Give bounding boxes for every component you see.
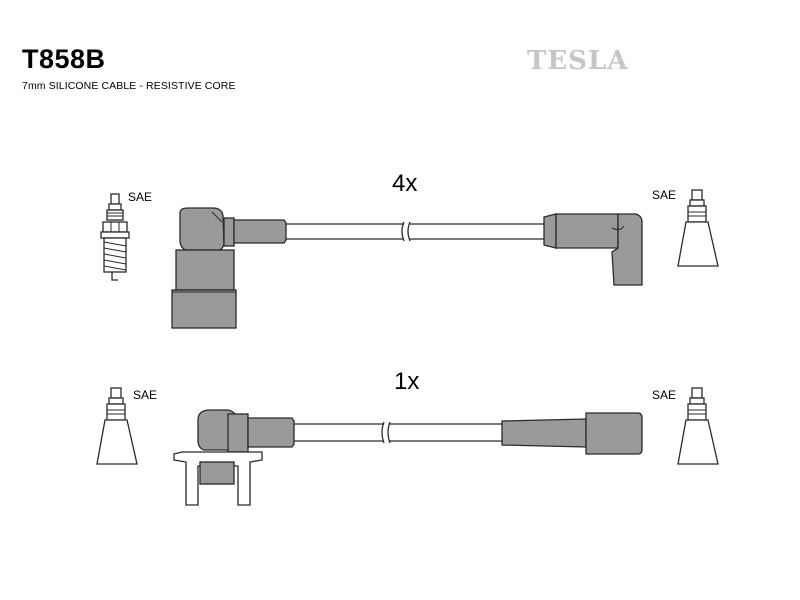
set-2-left-terminal-label: SAE: [133, 388, 158, 402]
set-1-left-terminal-label: SAE: [128, 190, 153, 204]
set-2-right-terminal-icon: [677, 387, 719, 465]
set-2-right-boot: [501, 412, 643, 455]
set-1-quantity: 4x: [392, 170, 418, 197]
brand-logo: TESLA: [527, 46, 629, 76]
set-2-left-terminal-icon: [96, 387, 138, 465]
set-1-left-boot: [171, 207, 287, 329]
set-2-cable: [173, 409, 643, 506]
set-1-right-boot: [543, 213, 643, 286]
part-code: T858B: [22, 44, 106, 74]
set-1-cable: [171, 207, 643, 329]
set-1-cable-break: [401, 221, 405, 242]
set-2-cable-break: [381, 421, 385, 444]
set-1-right-terminal-label: SAE: [652, 188, 677, 202]
set-2-quantity: 1x: [394, 368, 420, 395]
set-1-right-terminal-icon: [677, 189, 719, 267]
set-2-right-terminal-label: SAE: [652, 388, 677, 402]
cable-description: 7mm SILICONE CABLE - RESISTIVE CORE: [22, 80, 236, 92]
spark-plug-icon: [100, 193, 130, 281]
set-2-left-boot: [173, 409, 295, 506]
